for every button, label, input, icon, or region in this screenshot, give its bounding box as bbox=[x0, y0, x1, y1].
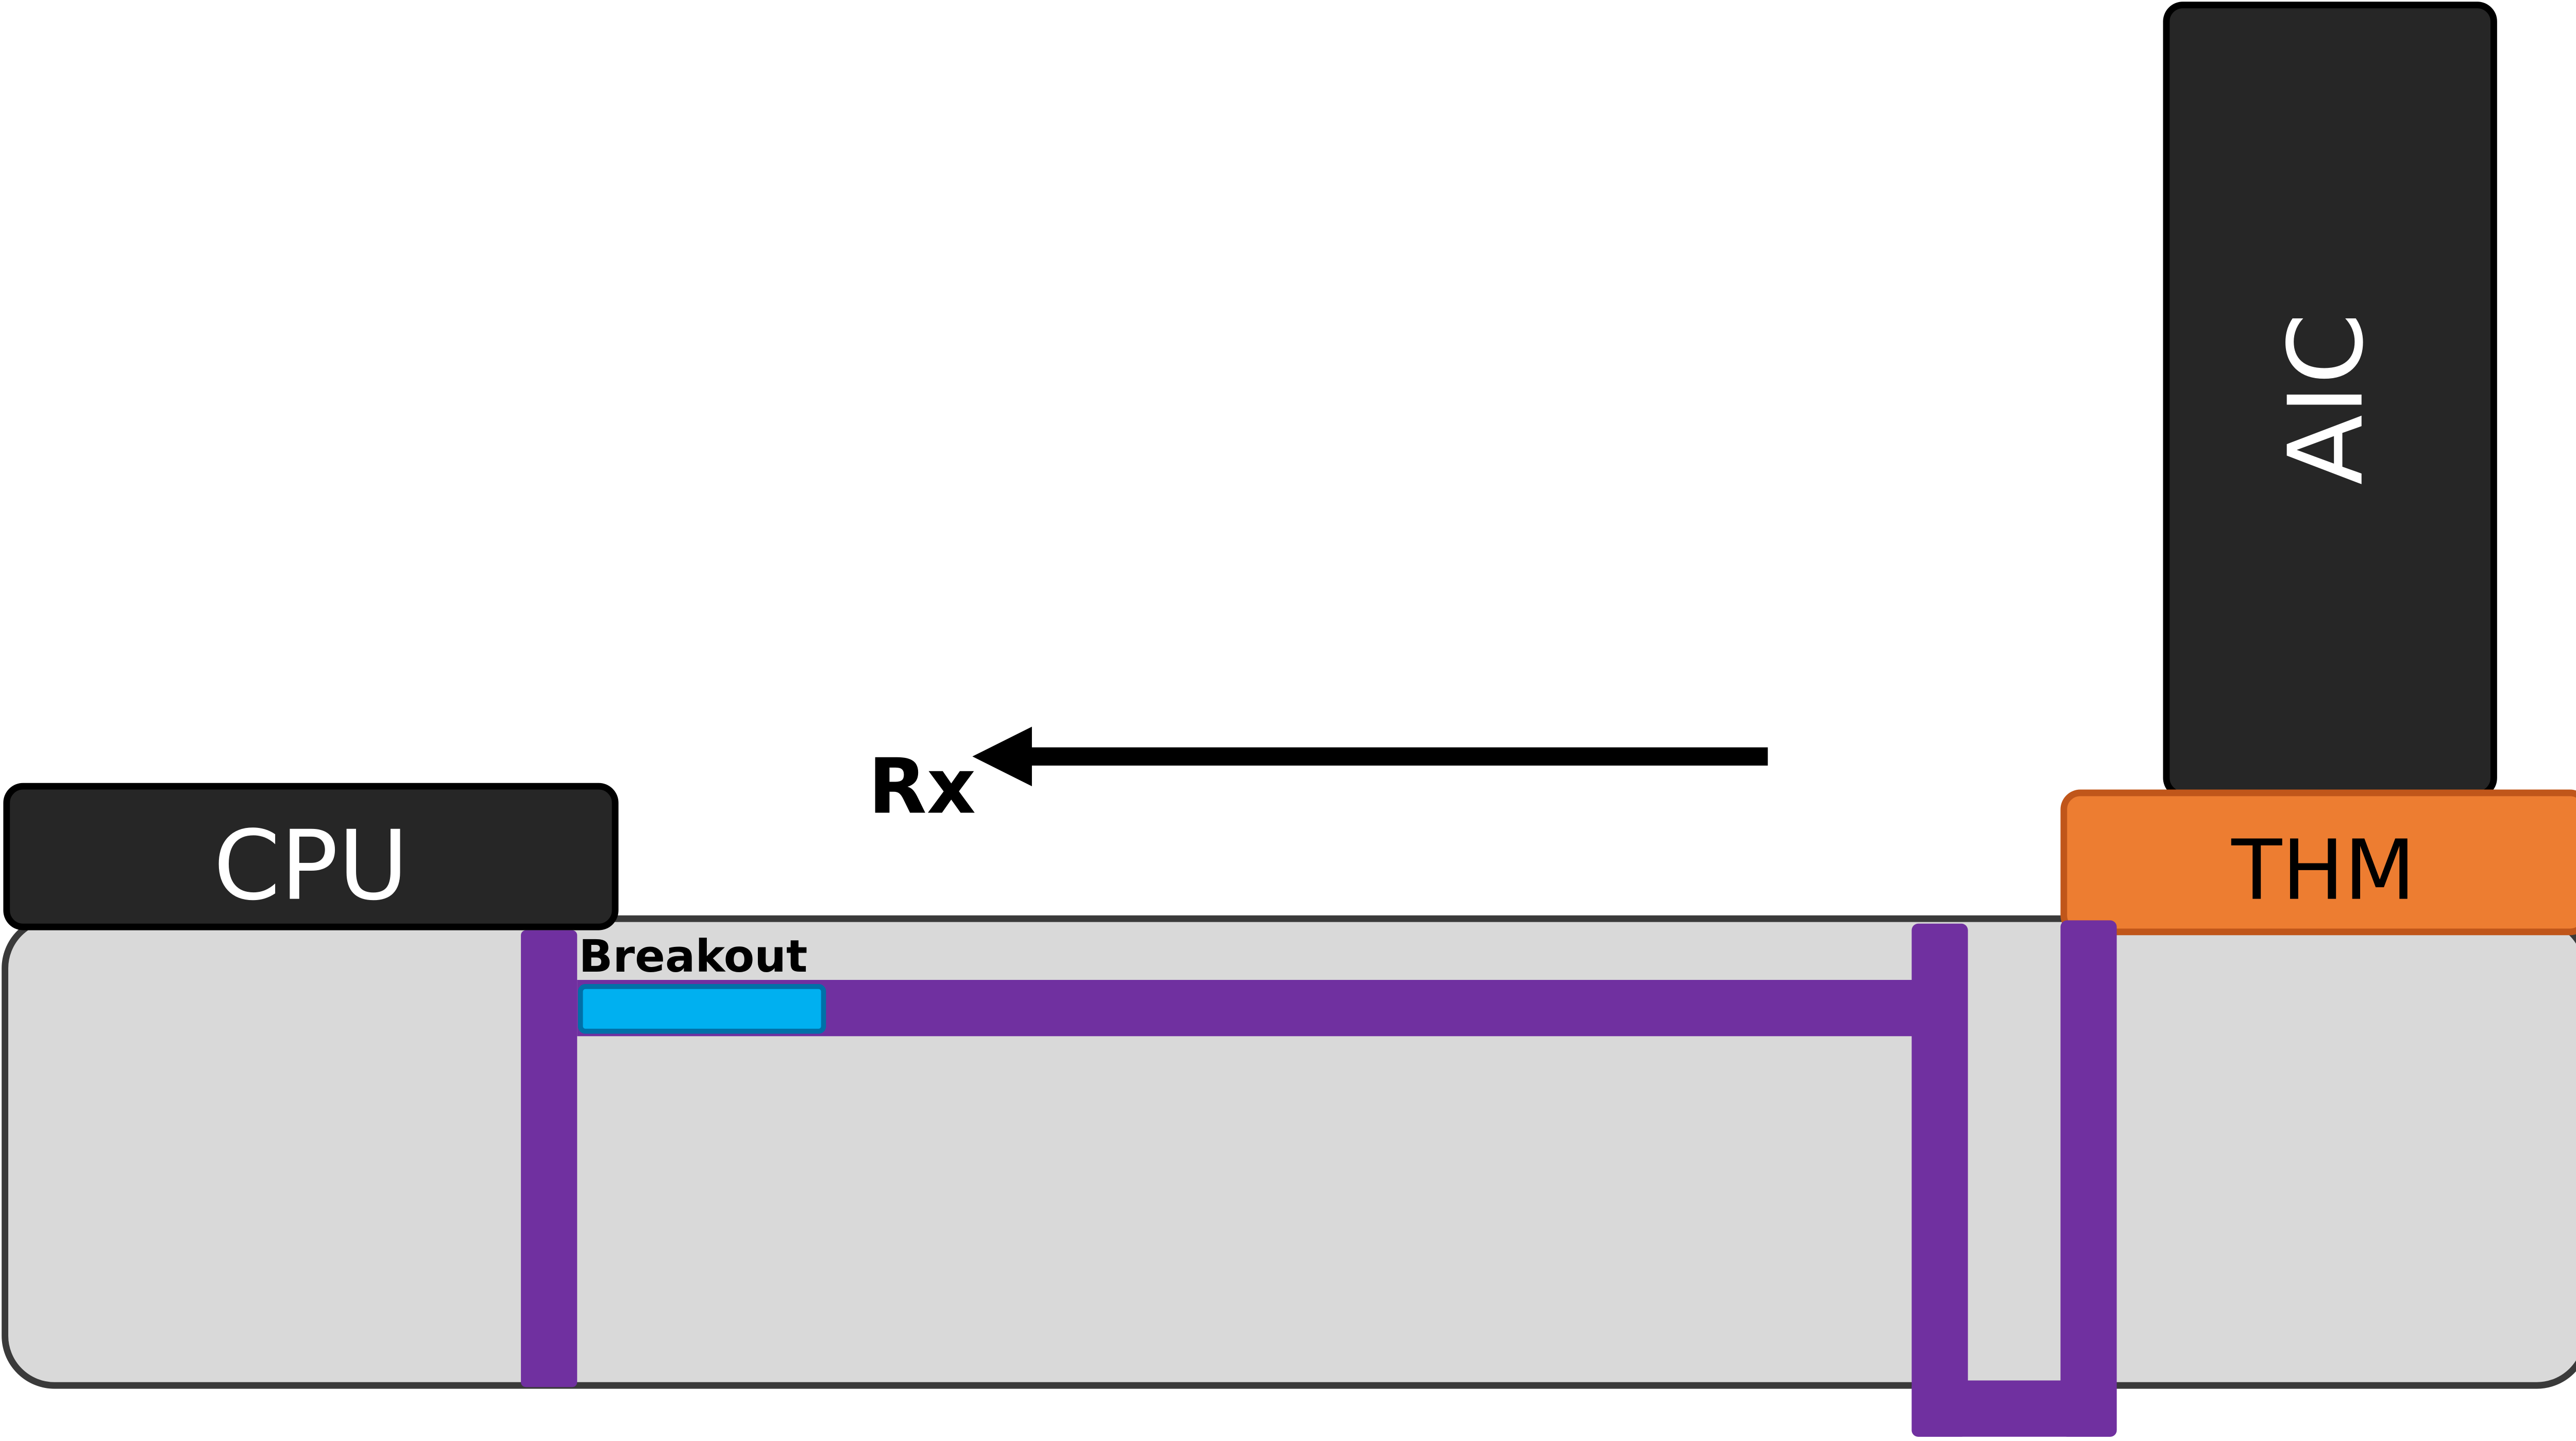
trace-thm-left-vertical bbox=[1911, 923, 1968, 1437]
trace-cpu-vertical bbox=[521, 930, 578, 1387]
trace-thm-right-vertical bbox=[2060, 920, 2117, 1437]
aic-label: AIC bbox=[2266, 313, 2386, 485]
breakout-box bbox=[578, 984, 826, 1034]
cpu-label: CPU bbox=[213, 810, 409, 922]
cpu-component: CPU bbox=[3, 783, 619, 930]
rx-direction-arrow: Rx bbox=[868, 726, 1768, 831]
cpu-box bbox=[3, 783, 619, 930]
rx-label: Rx bbox=[868, 742, 976, 830]
arrow-head-icon bbox=[972, 726, 1032, 787]
breakout-region: Breakout bbox=[578, 931, 826, 1034]
thm-label: THM bbox=[2231, 822, 2415, 919]
thm-box bbox=[2060, 789, 2576, 936]
aic-component: AIC bbox=[2163, 2, 2497, 798]
breakout-label: Breakout bbox=[579, 931, 807, 982]
thm-component: THM bbox=[2060, 789, 2576, 936]
